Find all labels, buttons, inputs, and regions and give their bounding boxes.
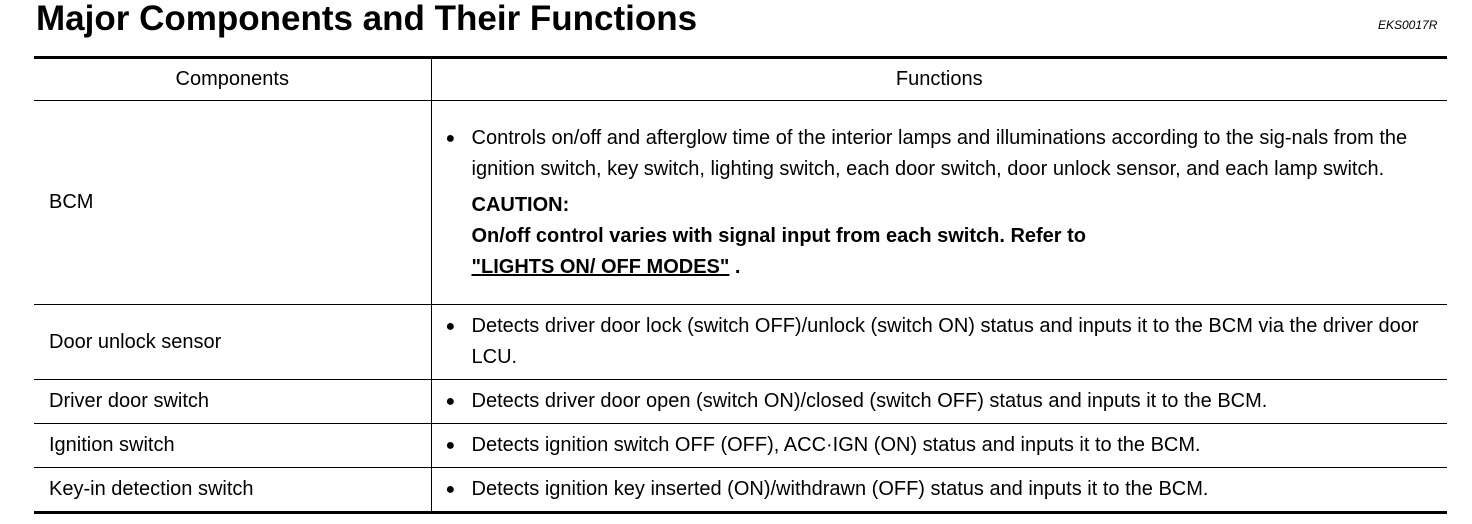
bullet-icon: ●: [445, 318, 456, 335]
function-text: Detects ignition switch OFF (OFF), ACC·I…: [471, 434, 1201, 456]
caution-text: On/off control varies with signal input …: [471, 224, 1087, 247]
page-title: Major Components and Their Functions: [36, 0, 698, 38]
bullet-icon: ●: [445, 437, 456, 454]
function-text: Controls on/off and afterglow time of th…: [471, 126, 1408, 180]
header-components: Components: [34, 56, 432, 101]
caution-end: .: [729, 255, 741, 278]
function-item: ● Controls on/off and afterglow time of …: [446, 123, 1438, 185]
caution-block: CAUTION: On/off control varies with sign…: [472, 190, 1438, 283]
bullet-icon: ●: [445, 393, 456, 410]
caution-label: CAUTION:: [471, 193, 570, 216]
function-text: Detects driver door open (switch ON)/clo…: [471, 390, 1268, 412]
component-cell: Key-in detection switch: [34, 467, 432, 514]
components-table: Components Functions BCM ● Controls on/o…: [34, 56, 1447, 514]
header-functions: Functions: [431, 56, 1447, 101]
function-cell: ● Detects driver door lock (switch OFF)/…: [431, 304, 1447, 380]
bullet-icon: ●: [445, 481, 456, 498]
table-row: BCM ● Controls on/off and afterglow time…: [34, 100, 1447, 305]
table-row: Key-in detection switch ● Detects igniti…: [34, 467, 1447, 514]
function-text: Detects driver door lock (switch OFF)/un…: [471, 315, 1419, 368]
caution-body: On/off control varies with signal input …: [472, 221, 1438, 283]
component-cell: Ignition switch: [34, 423, 432, 468]
function-item: ● Detects ignition key inserted (ON)/wit…: [446, 474, 1438, 505]
table-row: Driver door switch ● Detects driver door…: [34, 379, 1447, 424]
function-item: ● Detects ignition switch OFF (OFF), ACC…: [446, 430, 1438, 461]
function-cell: ● Detects ignition key inserted (ON)/wit…: [431, 467, 1447, 514]
function-cell: ● Controls on/off and afterglow time of …: [431, 100, 1447, 305]
function-item: ● Detects driver door open (switch ON)/c…: [446, 386, 1438, 417]
lights-modes-link[interactable]: "LIGHTS ON/ OFF MODES": [471, 255, 730, 278]
function-item: ● Detects driver door lock (switch OFF)/…: [446, 311, 1438, 373]
function-cell: ● Detects ignition switch OFF (OFF), ACC…: [431, 423, 1447, 468]
table-row: Ignition switch ● Detects ignition switc…: [34, 423, 1447, 468]
document-code: EKS0017R: [1378, 18, 1438, 32]
table-header-row: Components Functions: [34, 56, 1447, 101]
component-cell: Driver door switch: [34, 379, 432, 424]
function-cell: ● Detects driver door open (switch ON)/c…: [431, 379, 1447, 424]
component-cell: BCM: [34, 100, 432, 305]
function-text: Detects ignition key inserted (ON)/withd…: [471, 478, 1209, 500]
component-cell: Door unlock sensor: [34, 304, 432, 380]
table-row: Door unlock sensor ● Detects driver door…: [34, 304, 1447, 380]
bullet-icon: ●: [445, 129, 456, 147]
